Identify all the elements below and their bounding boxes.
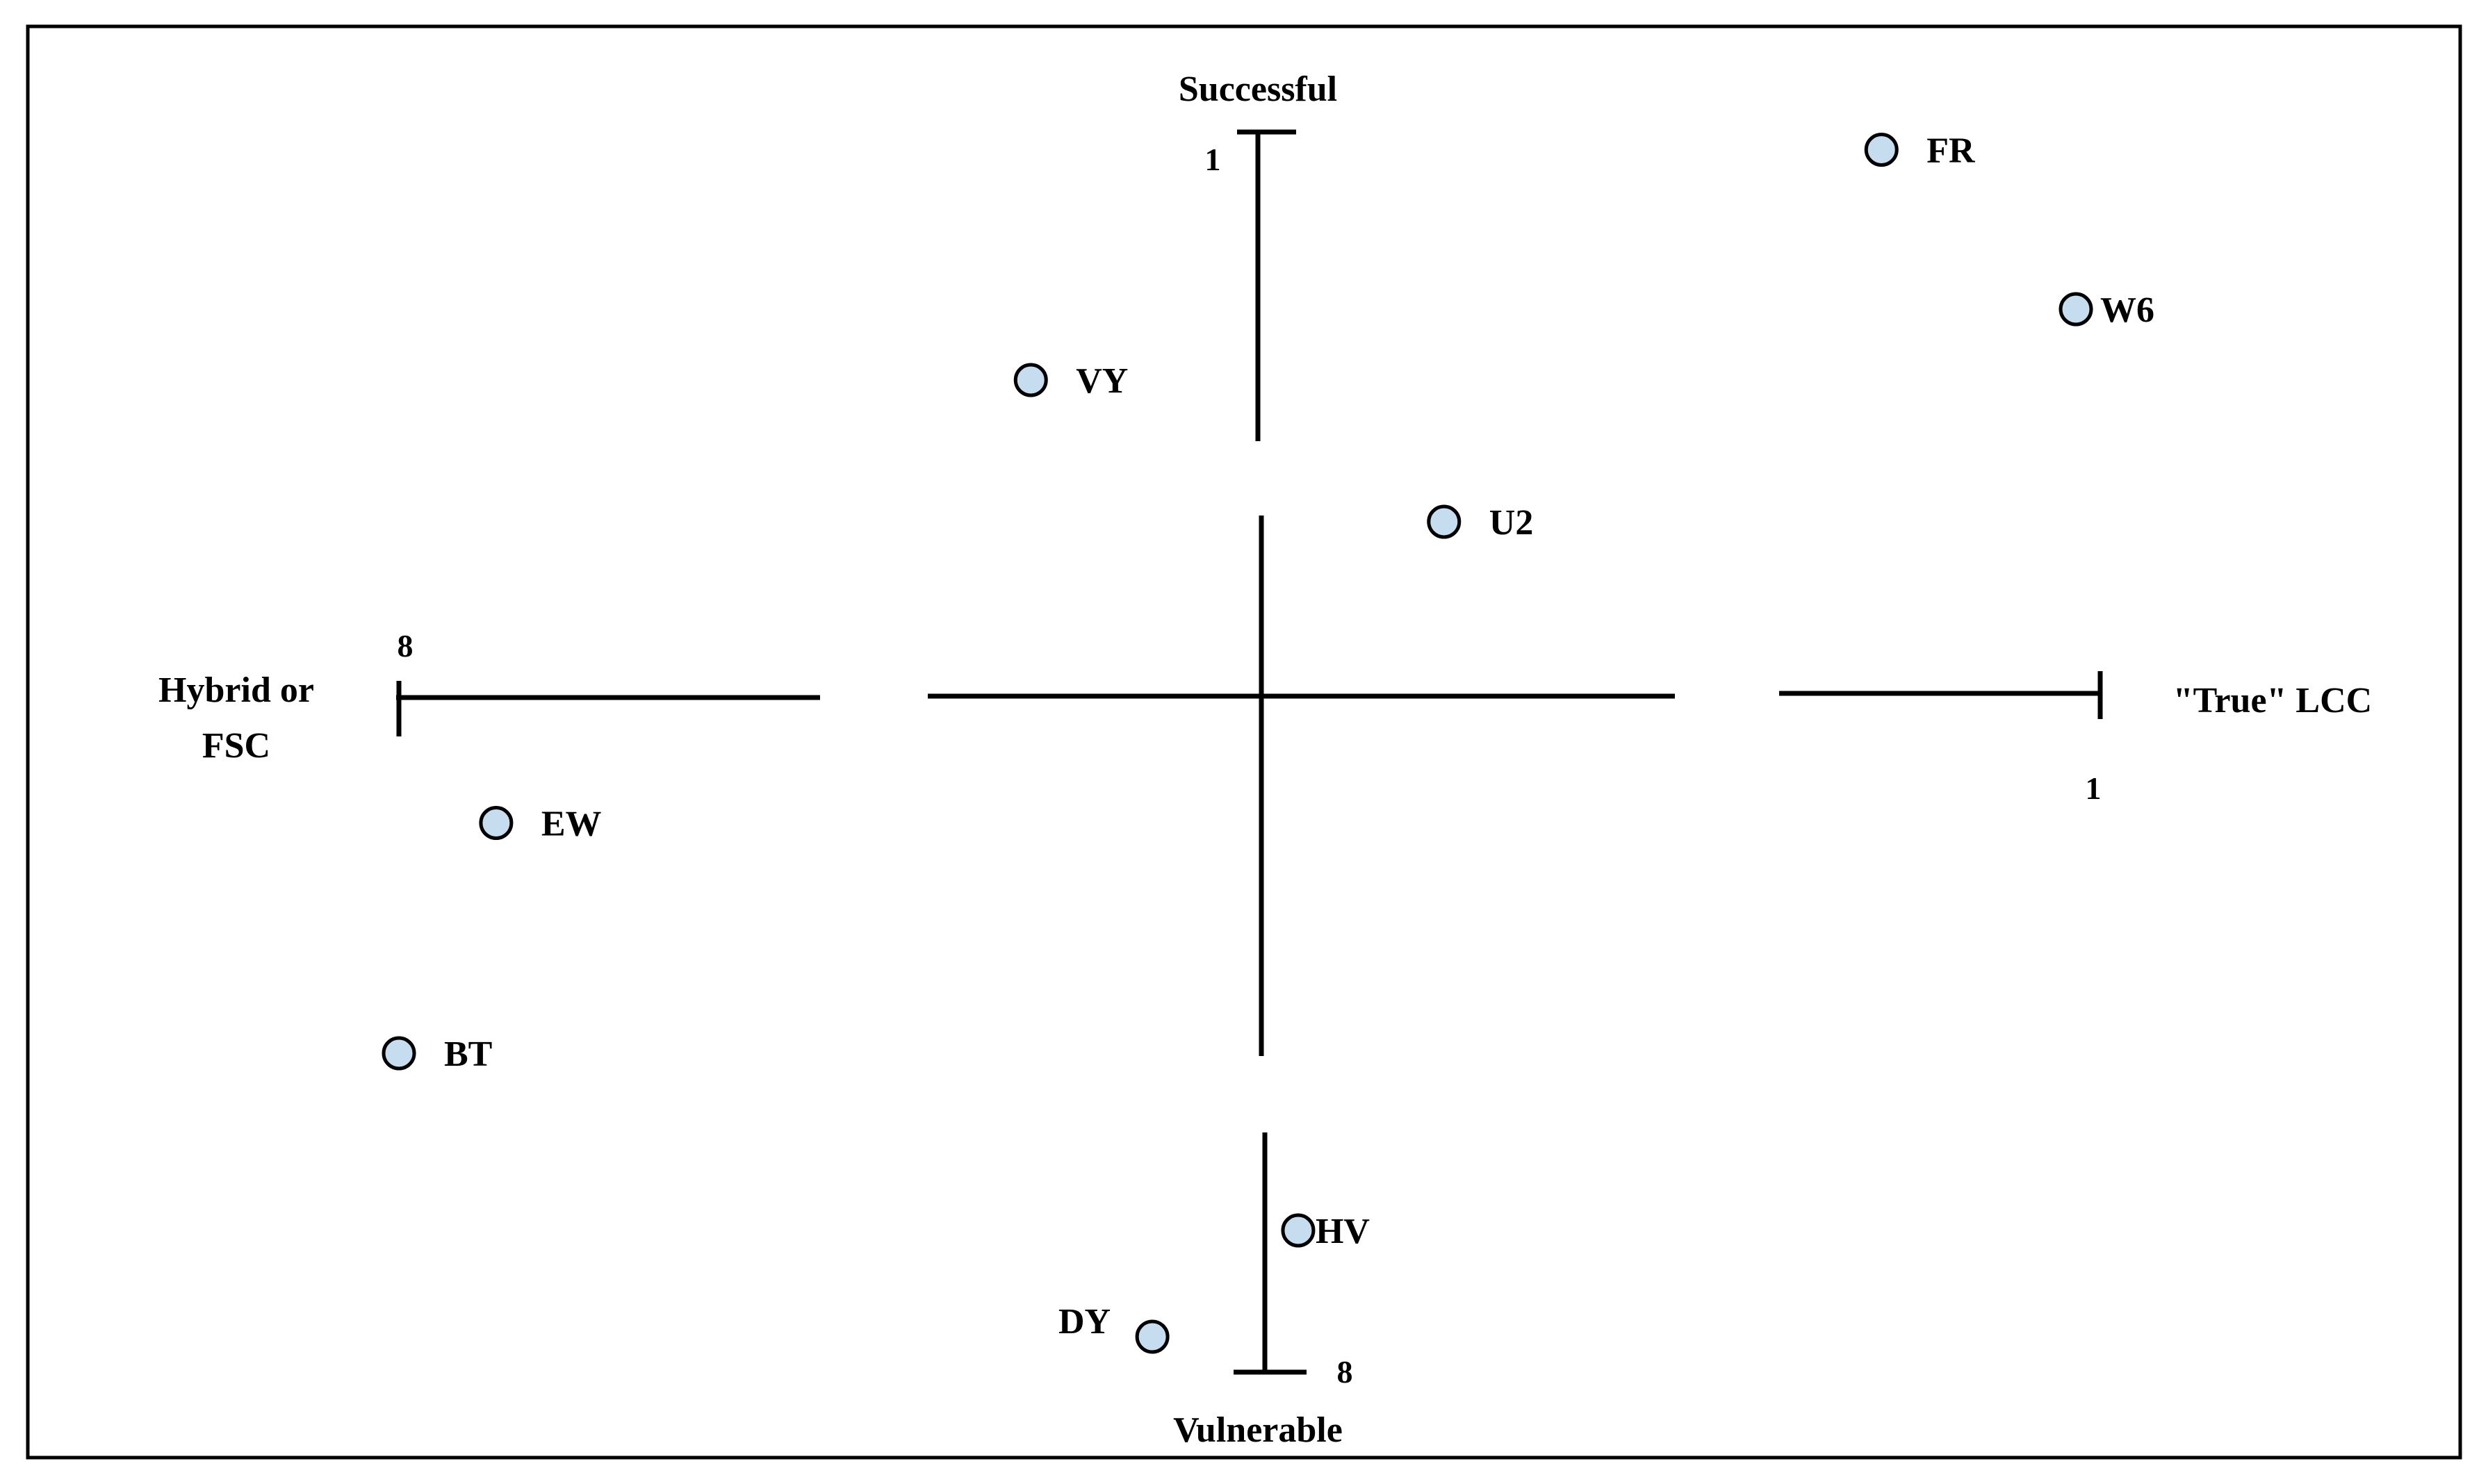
point-fr-marker <box>1864 133 1899 167</box>
x-axis-left-tick: 8 <box>398 628 414 663</box>
point-bt-label: BT <box>444 1034 492 1074</box>
x-axis-left-label-line2: FSC <box>202 726 270 766</box>
point-w6-marker <box>2059 292 2093 327</box>
y-axis-bottom-label: Vulnerable <box>1173 1410 1343 1450</box>
point-u2-label: U2 <box>1489 503 1534 543</box>
point-dy-marker <box>1135 1319 1170 1354</box>
point-vy-marker <box>1013 363 1048 397</box>
point-w6-label: W6 <box>2100 290 2154 330</box>
x-axis-right-tick: 1 <box>2086 770 2102 806</box>
x-axis-left-label-line1: Hybrid or <box>158 670 314 710</box>
chart-frame <box>26 24 2462 1460</box>
y-axis-bottom-tick: 8 <box>1337 1354 1353 1390</box>
y-axis-top-tick: 1 <box>1205 142 1221 177</box>
point-hv-marker <box>1281 1213 1316 1248</box>
y-axis-top-label: Successful <box>1179 69 1337 109</box>
y-axis <box>1234 129 1307 1375</box>
point-bt-marker <box>382 1036 416 1071</box>
x-axis-right-label: "True" LCC <box>2173 681 2372 720</box>
point-u2-marker <box>1427 504 1462 539</box>
point-ew-label: EW <box>541 805 602 844</box>
point-vy-label: VY <box>1076 361 1128 401</box>
point-ew-marker <box>479 806 514 840</box>
point-fr-label: FR <box>1926 131 1976 171</box>
point-dy-label: DY <box>1058 1302 1111 1342</box>
x-axis <box>396 671 2103 736</box>
point-hv-label: HV <box>1316 1212 1370 1251</box>
